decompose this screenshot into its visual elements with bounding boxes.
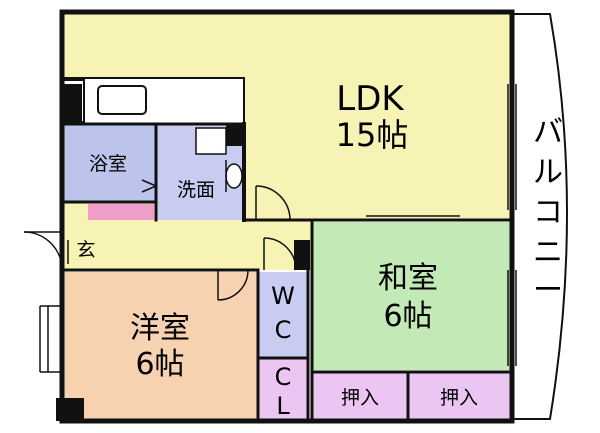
windows: [39, 84, 517, 373]
ldk-name: LDK: [336, 79, 405, 119]
bath-label: 浴室: [89, 153, 127, 175]
oshiire-1-label: 押入: [341, 387, 379, 409]
cl-area: [258, 358, 308, 419]
washing-machine-icon: [225, 163, 243, 189]
balcony-char-1: バ: [533, 115, 563, 150]
balcony-char-5: ー: [533, 273, 563, 308]
washbasin-icon: [195, 127, 227, 155]
oshiire-2-label: 押入: [440, 387, 478, 409]
kitchen-counter: [61, 77, 245, 125]
washroom-label: 洗面: [177, 179, 215, 201]
oshiire-2-area: [408, 372, 510, 419]
western-room-name: 洋室: [130, 311, 190, 346]
cl-label-l: L: [276, 392, 290, 420]
pillar-bottom-left: [56, 398, 84, 421]
japanese-room-area: [312, 222, 510, 370]
sink-icon: [97, 85, 147, 115]
western-room-size: 6帖: [135, 347, 184, 382]
entrance-label: 玄: [76, 239, 95, 261]
pillar-wash: [226, 124, 244, 146]
western-room-area: [62, 272, 258, 419]
hallway-area: [62, 220, 312, 270]
pillar-mid: [294, 240, 310, 270]
japanese-room-size: 6帖: [383, 299, 432, 334]
pillar-top-left: [62, 84, 82, 122]
ldk-size: 15帖: [336, 116, 409, 154]
wc-area: [258, 272, 308, 358]
balcony-char-4: ニ: [533, 235, 563, 270]
shoe-shelf: [88, 204, 154, 220]
balcony-area: [511, 13, 568, 420]
wc-label-w: W: [271, 282, 295, 310]
bath-area: [62, 124, 156, 202]
cl-label-c: C: [275, 363, 292, 391]
walls: [59, 9, 515, 424]
doors: [23, 179, 297, 301]
japanese-room-name: 和室: [378, 261, 438, 296]
balcony-char-3: コ: [533, 195, 563, 230]
oshiire-1-area: [312, 372, 408, 419]
wc-label-c: C: [275, 316, 292, 344]
balcony-char-2: ル: [533, 155, 563, 190]
